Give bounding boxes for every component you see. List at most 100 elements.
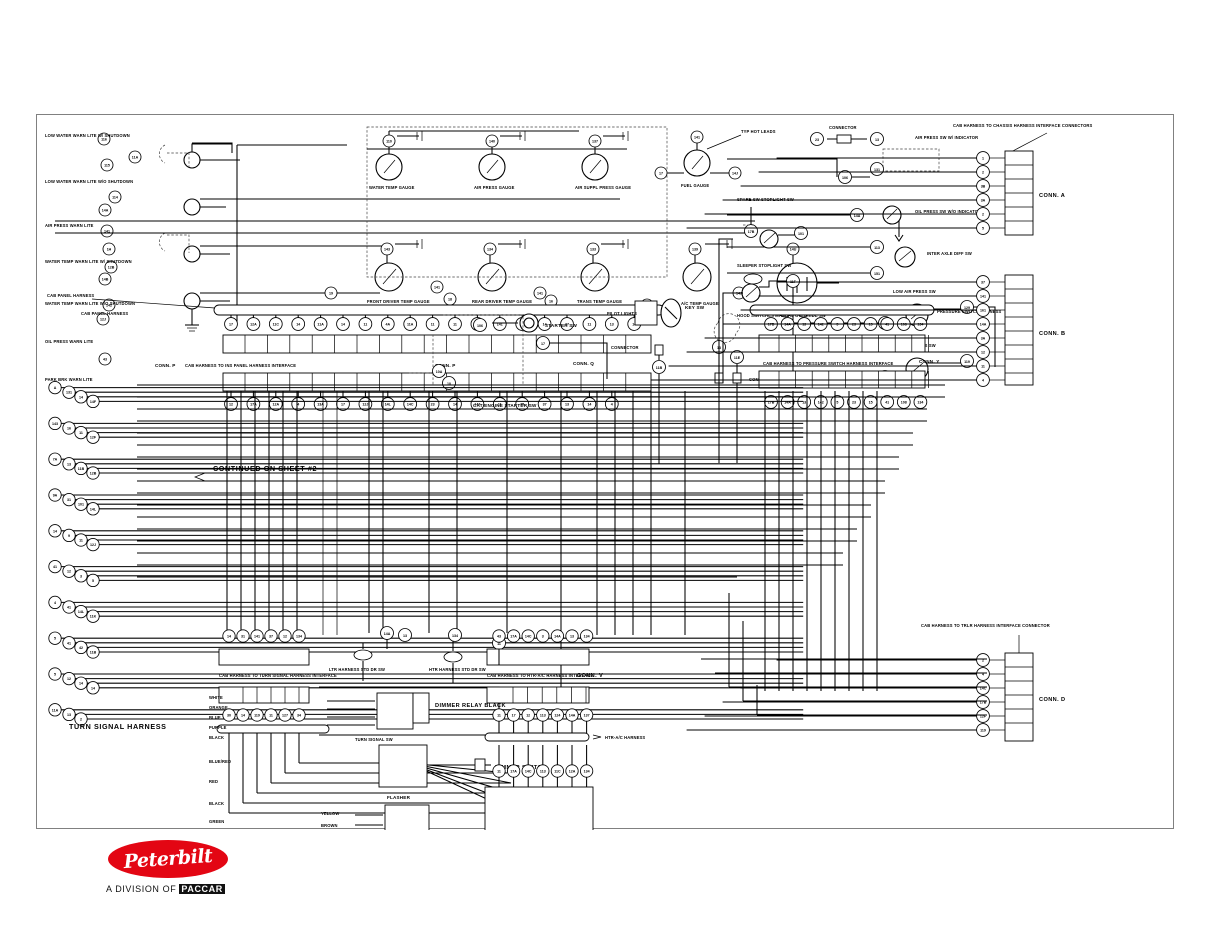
- left-bus-pin[interactable]: 14: [74, 676, 804, 690]
- htr-ac-pin[interactable]: 14A: [550, 629, 565, 643]
- pressure-sw-pin[interactable]: 15: [863, 395, 878, 409]
- left-bus-pin[interactable]: 41: [62, 636, 804, 650]
- pressure-sw-pin[interactable]: 134: [913, 395, 928, 409]
- left-bus-pin[interactable]: 11: [74, 533, 804, 547]
- htr-ac-pin[interactable]: 14A: [565, 708, 579, 722]
- left-bus-pin[interactable]: 9A: [48, 488, 804, 502]
- ins-panel-pin[interactable]: 12: [224, 397, 238, 411]
- conn-a-pin[interactable]: 5: [686, 221, 1005, 235]
- left-bus-pin[interactable]: 14L: [74, 604, 804, 619]
- htr-ac-pin[interactable]: 11: [492, 764, 506, 778]
- left-bus-pin[interactable]: 16: [62, 421, 804, 435]
- htr-connector-v-bot[interactable]: [486, 686, 590, 704]
- conn-b-pin[interactable]: 161: [740, 303, 1005, 317]
- left-bus-pin[interactable]: 13: [62, 707, 804, 722]
- ins-panel-pin[interactable]: 37: [537, 397, 552, 411]
- htr-ac-pin[interactable]: 14C: [521, 764, 535, 778]
- left-bus-pin[interactable]: 14: [74, 390, 804, 404]
- turn-signal-pin[interactable]: 12: [278, 629, 292, 643]
- turn-signal-pin[interactable]: 134: [292, 629, 306, 643]
- ins-panel-pin[interactable]: 14C: [403, 397, 418, 411]
- left-bus-pin[interactable]: 101: [74, 497, 804, 511]
- left-bus-pin[interactable]: 11A: [48, 703, 804, 717]
- ins-panel-pin[interactable]: 14: [291, 317, 306, 331]
- turn-signal-pin[interactable]: 141: [250, 629, 264, 643]
- left-bus-pin[interactable]: 3: [74, 569, 804, 583]
- conn-d-pin[interactable]: 2: [776, 653, 1005, 667]
- inline-connector[interactable]: [836, 134, 852, 144]
- conn-d-pin[interactable]: 17B: [722, 695, 1005, 709]
- ins-panel-connector-p[interactable]: [222, 334, 652, 354]
- left-bus-pin[interactable]: 5: [86, 573, 804, 588]
- connector-block[interactable]: [654, 344, 664, 356]
- flasher-block[interactable]: [384, 804, 430, 830]
- htr-connector-v-top[interactable]: [486, 648, 590, 666]
- ins-panel-pin[interactable]: 13: [604, 317, 619, 331]
- conn-a-pin[interactable]: 2: [704, 207, 1005, 221]
- left-bus-pin[interactable]: 11B: [74, 461, 804, 476]
- left-bus-pin[interactable]: 41: [62, 600, 804, 614]
- conn-d-pin[interactable]: 4: [758, 667, 1005, 681]
- turn-signal-pin[interactable]: 119: [250, 708, 264, 722]
- left-bus-pin[interactable]: 143: [48, 416, 804, 431]
- pressure-sw-pin[interactable]: 14A: [780, 395, 795, 409]
- htr-ac-pin[interactable]: 137: [579, 708, 594, 722]
- left-bus-pin[interactable]: 11K: [86, 609, 804, 623]
- htr-ac-pin[interactable]: 17A: [506, 629, 521, 643]
- left-bus-pin[interactable]: 12B: [86, 466, 804, 480]
- cab-htr-ac-block[interactable]: [484, 786, 594, 830]
- htr-ac-pin[interactable]: 134: [579, 764, 594, 778]
- htr-ac-pin[interactable]: 124: [550, 708, 565, 722]
- turn-signal-pin[interactable]: 34: [292, 708, 306, 722]
- dimmer-switch-connector[interactable]: [474, 758, 486, 772]
- htr-ac-pin[interactable]: 113: [536, 708, 550, 722]
- left-bus-pin[interactable]: 12: [62, 564, 804, 578]
- conn-a-pin[interactable]: 1: [776, 151, 1005, 165]
- ins-panel-pin[interactable]: 11: [448, 317, 462, 331]
- conn-d-pin[interactable]: 12F: [704, 709, 1005, 723]
- turn-signal-pin[interactable]: 14: [236, 708, 250, 722]
- left-bus-pin[interactable]: 4: [48, 595, 804, 610]
- pressure-sw-pin[interactable]: 108: [896, 395, 911, 409]
- dimmer-relay-block[interactable]: [376, 692, 414, 730]
- htr-ac-pin[interactable]: 11C: [550, 764, 565, 778]
- htr-ac-pin[interactable]: 12: [521, 708, 535, 722]
- ins-panel-pin[interactable]: 11: [425, 317, 440, 331]
- left-bus-pin[interactable]: 5: [48, 667, 804, 681]
- ins-panel-pin[interactable]: 11: [358, 317, 373, 331]
- left-bus-pin[interactable]: 14L: [86, 502, 804, 516]
- turn-signal-pin[interactable]: 14: [222, 629, 236, 643]
- turn-signal-pin[interactable]: 31: [236, 629, 250, 643]
- left-bus-pin[interactable]: 14F: [86, 394, 804, 409]
- htr-ac-pin[interactable]: 3: [536, 629, 550, 643]
- htr-ac-pin[interactable]: 12A: [565, 764, 579, 778]
- conn-d-pin[interactable]: 14C: [740, 681, 1005, 695]
- left-bus-pin[interactable]: 31: [62, 492, 804, 507]
- pressure-sw-pin[interactable]: 41: [880, 395, 895, 409]
- ins-panel-pin[interactable]: 141: [492, 317, 507, 331]
- left-bus-pin[interactable]: A: [48, 380, 804, 395]
- ins-panel-pin[interactable]: 17: [336, 397, 350, 411]
- conn-b-pin[interactable]: 3A: [704, 331, 1005, 345]
- conn-d-pin[interactable]: 119: [686, 723, 1005, 737]
- ins-panel-pin[interactable]: 4A: [380, 317, 395, 331]
- conn-a-pin[interactable]: 2: [758, 165, 1005, 179]
- htr-ac-pin[interactable]: 13: [565, 629, 579, 643]
- htr-ac-pin[interactable]: 14C: [521, 629, 535, 643]
- htr-ac-pin[interactable]: 113: [536, 764, 550, 778]
- turn-signal-pin[interactable]: 127: [278, 708, 292, 722]
- conn-b-pin[interactable]: 14A: [722, 317, 1005, 331]
- dimmer-relay-sub[interactable]: [412, 692, 430, 724]
- left-bus-pin[interactable]: 12F: [86, 430, 804, 444]
- turn-signal-pin[interactable]: 11: [264, 708, 278, 722]
- htr-ac-pin[interactable]: 11: [492, 708, 506, 722]
- conn-d-block[interactable]: [1004, 652, 1034, 742]
- htr-ac-pin[interactable]: 43: [492, 629, 506, 643]
- ins-panel-pin[interactable]: 11: [582, 317, 597, 331]
- conn-b-pin[interactable]: 11: [668, 359, 1005, 373]
- left-bus-pin[interactable]: 41: [48, 559, 804, 574]
- pressure-sw-pin[interactable]: 23: [847, 395, 861, 409]
- conn-a-pin[interactable]: 3A: [722, 193, 1005, 207]
- turn-signal-connector-bot[interactable]: [218, 686, 310, 704]
- htr-ac-pin[interactable]: 17: [506, 708, 521, 722]
